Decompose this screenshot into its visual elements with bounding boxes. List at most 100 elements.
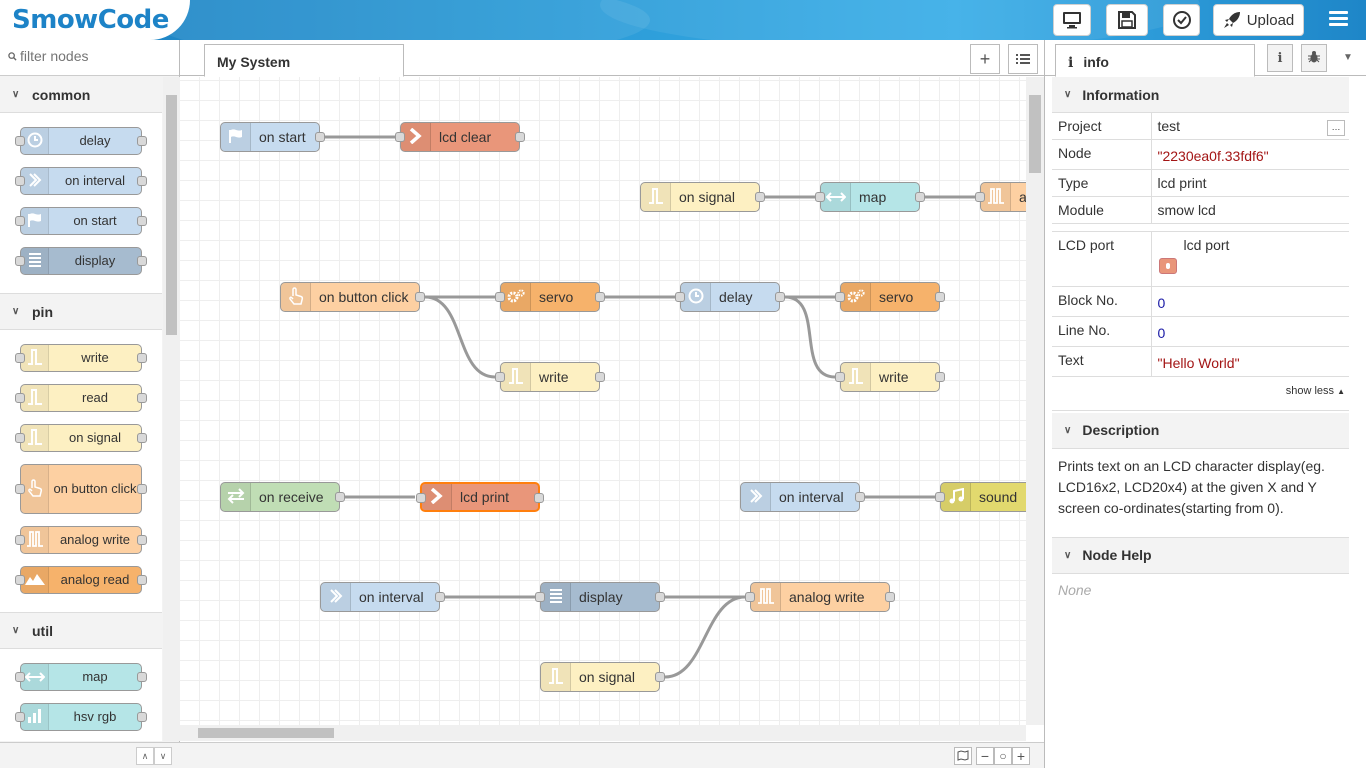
category-pin[interactable]: ∨pin [0, 294, 162, 330]
flow-node-on-receive[interactable]: on receive [220, 482, 345, 512]
show-less-link[interactable]: show less ▲ [1286, 385, 1345, 397]
palette-node-analog-read[interactable]: analog read [15, 566, 147, 594]
verify-button[interactable] [1163, 4, 1200, 36]
input-port[interactable] [835, 372, 845, 382]
upload-button[interactable]: Upload [1213, 4, 1304, 36]
plus-icon: + [1016, 748, 1026, 764]
input-port[interactable] [815, 192, 825, 202]
output-port[interactable] [595, 372, 605, 382]
palette-node-analog-write[interactable]: analog write [15, 526, 147, 554]
flow-node-on-signal[interactable]: on signal [640, 182, 765, 212]
flow-node-analog-write[interactable]: analog write [745, 582, 895, 612]
wire[interactable] [784, 295, 836, 379]
zoom-in-button[interactable]: + [1012, 747, 1030, 765]
flow-node-lcd-print[interactable]: lcd print [416, 482, 544, 512]
input-port[interactable] [395, 132, 405, 142]
navigator-button[interactable] [954, 747, 972, 765]
output-port[interactable] [775, 292, 785, 302]
zoom-reset-button[interactable]: ○ [994, 747, 1012, 765]
output-port[interactable] [885, 592, 895, 602]
input-port[interactable] [975, 192, 985, 202]
zoom-out-button[interactable]: − [976, 747, 994, 765]
palette-scrollbar[interactable] [163, 77, 180, 741]
flow-node-write[interactable]: write [495, 362, 605, 392]
filter-nodes-input[interactable] [20, 48, 170, 64]
output-port[interactable] [595, 292, 605, 302]
input-port[interactable] [745, 592, 755, 602]
flow-node-servo[interactable]: servo [495, 282, 605, 312]
chevron-icon [409, 127, 423, 147]
add-flow-button[interactable]: + [970, 44, 1000, 74]
collapse-all-button[interactable]: ∧ [136, 747, 154, 765]
flow-node-a[interactable]: a [975, 182, 1026, 212]
flow-node-on-interval[interactable]: on interval [320, 582, 445, 612]
palette-node-on-start[interactable]: on start [15, 207, 147, 235]
information-section-header[interactable]: ∨Information [1052, 77, 1349, 113]
output-port[interactable] [515, 132, 525, 142]
category-util[interactable]: ∨util [0, 613, 162, 649]
palette-node-map[interactable]: map [15, 663, 147, 691]
input-port[interactable] [935, 492, 945, 502]
output-port[interactable] [415, 292, 425, 302]
wire[interactable] [424, 295, 496, 379]
canvas-vertical-scrollbar[interactable] [1026, 77, 1044, 725]
flow-node-on-signal[interactable]: on signal [540, 662, 665, 692]
property-value: "2230ea0f.33fdf6" [1157, 148, 1269, 164]
output-port[interactable] [435, 592, 445, 602]
palette-node-on-button-click[interactable]: on button click [15, 464, 147, 514]
output-port[interactable] [655, 592, 665, 602]
project-options-button[interactable]: … [1327, 120, 1345, 136]
flow-node-sound[interactable]: sound [935, 482, 1026, 512]
input-port[interactable] [535, 592, 545, 602]
input-port[interactable] [675, 292, 685, 302]
output-port[interactable] [655, 672, 665, 682]
output-port[interactable] [915, 192, 925, 202]
input-port[interactable] [495, 292, 505, 302]
output-port[interactable] [315, 132, 325, 142]
tab-my-system[interactable]: My System [204, 44, 404, 77]
palette-node-display[interactable]: display [15, 247, 147, 275]
main-menu-button[interactable] [1322, 8, 1356, 32]
wire[interactable] [664, 595, 746, 679]
category-common[interactable]: ∨common [0, 77, 162, 113]
flow-node-servo[interactable]: servo [835, 282, 945, 312]
palette-node-read[interactable]: read [15, 384, 147, 412]
info-tab-button[interactable]: i [1267, 44, 1293, 72]
save-button[interactable] [1106, 4, 1148, 36]
output-port[interactable] [935, 372, 945, 382]
flow-node-delay[interactable]: delay [675, 282, 785, 312]
deploy-monitor-button[interactable] [1053, 4, 1091, 36]
description-section-header[interactable]: ∨Description [1052, 412, 1349, 449]
flow-node-map[interactable]: map [815, 182, 925, 212]
output-port[interactable] [335, 492, 345, 502]
debug-tab-button[interactable] [1301, 44, 1327, 72]
canvas-horizontal-scrollbar[interactable] [180, 725, 1026, 741]
flow-node-label: a [1019, 189, 1026, 205]
output-port[interactable] [935, 292, 945, 302]
flow-canvas[interactable]: on start lcd clear on signal map a on button … [180, 77, 1026, 725]
input-port[interactable] [495, 372, 505, 382]
output-port[interactable] [855, 492, 865, 502]
output-port[interactable] [755, 192, 765, 202]
palette-node-on-interval[interactable]: on interval [15, 167, 147, 195]
flow-node-on-interval[interactable]: on interval [740, 482, 865, 512]
list-flows-button[interactable] [1008, 44, 1038, 74]
flow-node-display[interactable]: display [535, 582, 665, 612]
sidebar-resize-handle[interactable] [1045, 376, 1051, 426]
information-title: Information [1082, 86, 1160, 103]
palette-node-hsv-rgb[interactable]: hsv rgb [15, 703, 147, 731]
flow-node-on-button-click[interactable]: on button click [280, 282, 425, 312]
output-port[interactable] [534, 493, 544, 503]
flow-node-write[interactable]: write [835, 362, 945, 392]
node-help-section-header[interactable]: ∨Node Help [1052, 537, 1349, 574]
input-port[interactable] [835, 292, 845, 302]
palette-node-on-signal[interactable]: on signal [15, 424, 147, 452]
palette-node-write[interactable]: write [15, 344, 147, 372]
expand-all-button[interactable]: ∨ [154, 747, 172, 765]
flow-node-lcd-clear[interactable]: lcd clear [395, 122, 525, 152]
flow-node-on-start[interactable]: on start [220, 122, 325, 152]
sidebar-tab-menu-icon[interactable]: ▼ [1343, 52, 1353, 63]
palette-node-delay[interactable]: delay [15, 127, 147, 155]
input-port[interactable] [416, 493, 426, 503]
